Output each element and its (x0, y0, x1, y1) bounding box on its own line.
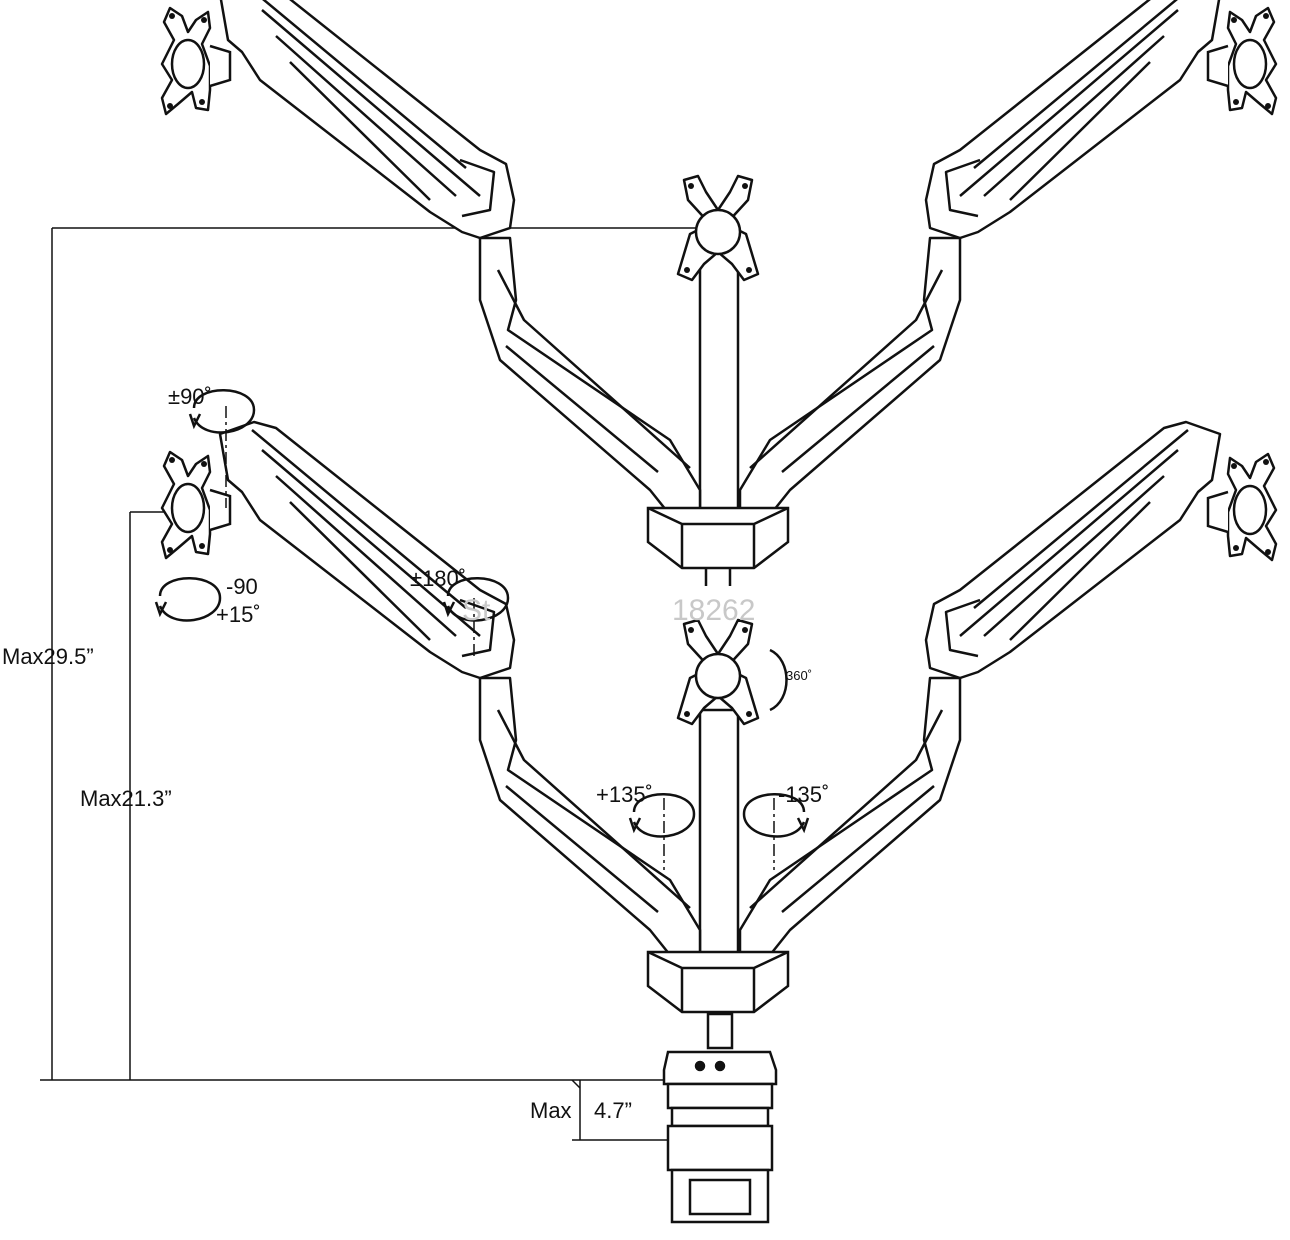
upper-arm-assembly (160, 0, 1278, 586)
vesa-plate-icon (676, 618, 760, 726)
right-arm-icon (740, 422, 1220, 960)
swivel-label: 360˚ (786, 668, 812, 683)
watermark-right: 18262 (672, 594, 755, 627)
rotation-arrow-icon (769, 648, 788, 712)
clamp-max-value: 4.7” (594, 1098, 632, 1123)
tilt-down-label: +15˚ (216, 602, 261, 627)
rotate-label: ±90˚ (168, 384, 212, 409)
vesa-plate-icon (1206, 6, 1278, 116)
rotation-indicators (154, 388, 810, 870)
hub-icon (646, 950, 790, 1014)
dimension-lines (40, 227, 720, 1141)
pan-label: ±180˚ (410, 566, 466, 591)
max-height-upper-label: Max29.5” (2, 644, 94, 669)
arm-right-rotation-label: -135˚ (778, 782, 829, 807)
left-arm-icon (218, 420, 702, 962)
vesa-plate-icon (160, 450, 232, 560)
tilt-up-label: -90 (226, 574, 258, 599)
max-height-lower-label: Max21.3” (80, 786, 172, 811)
hub-icon (646, 506, 790, 570)
vesa-plate-icon (1206, 452, 1278, 562)
rotation-arrow-icon (154, 576, 222, 622)
watermark-left: St (462, 594, 491, 627)
clamp-base-icon (662, 1050, 778, 1224)
arm-left-rotation-label: +135˚ (596, 782, 653, 807)
lower-arm-assembly (160, 420, 1278, 1050)
vesa-plate-icon (160, 6, 232, 116)
clamp-max-label: Max (530, 1098, 572, 1123)
